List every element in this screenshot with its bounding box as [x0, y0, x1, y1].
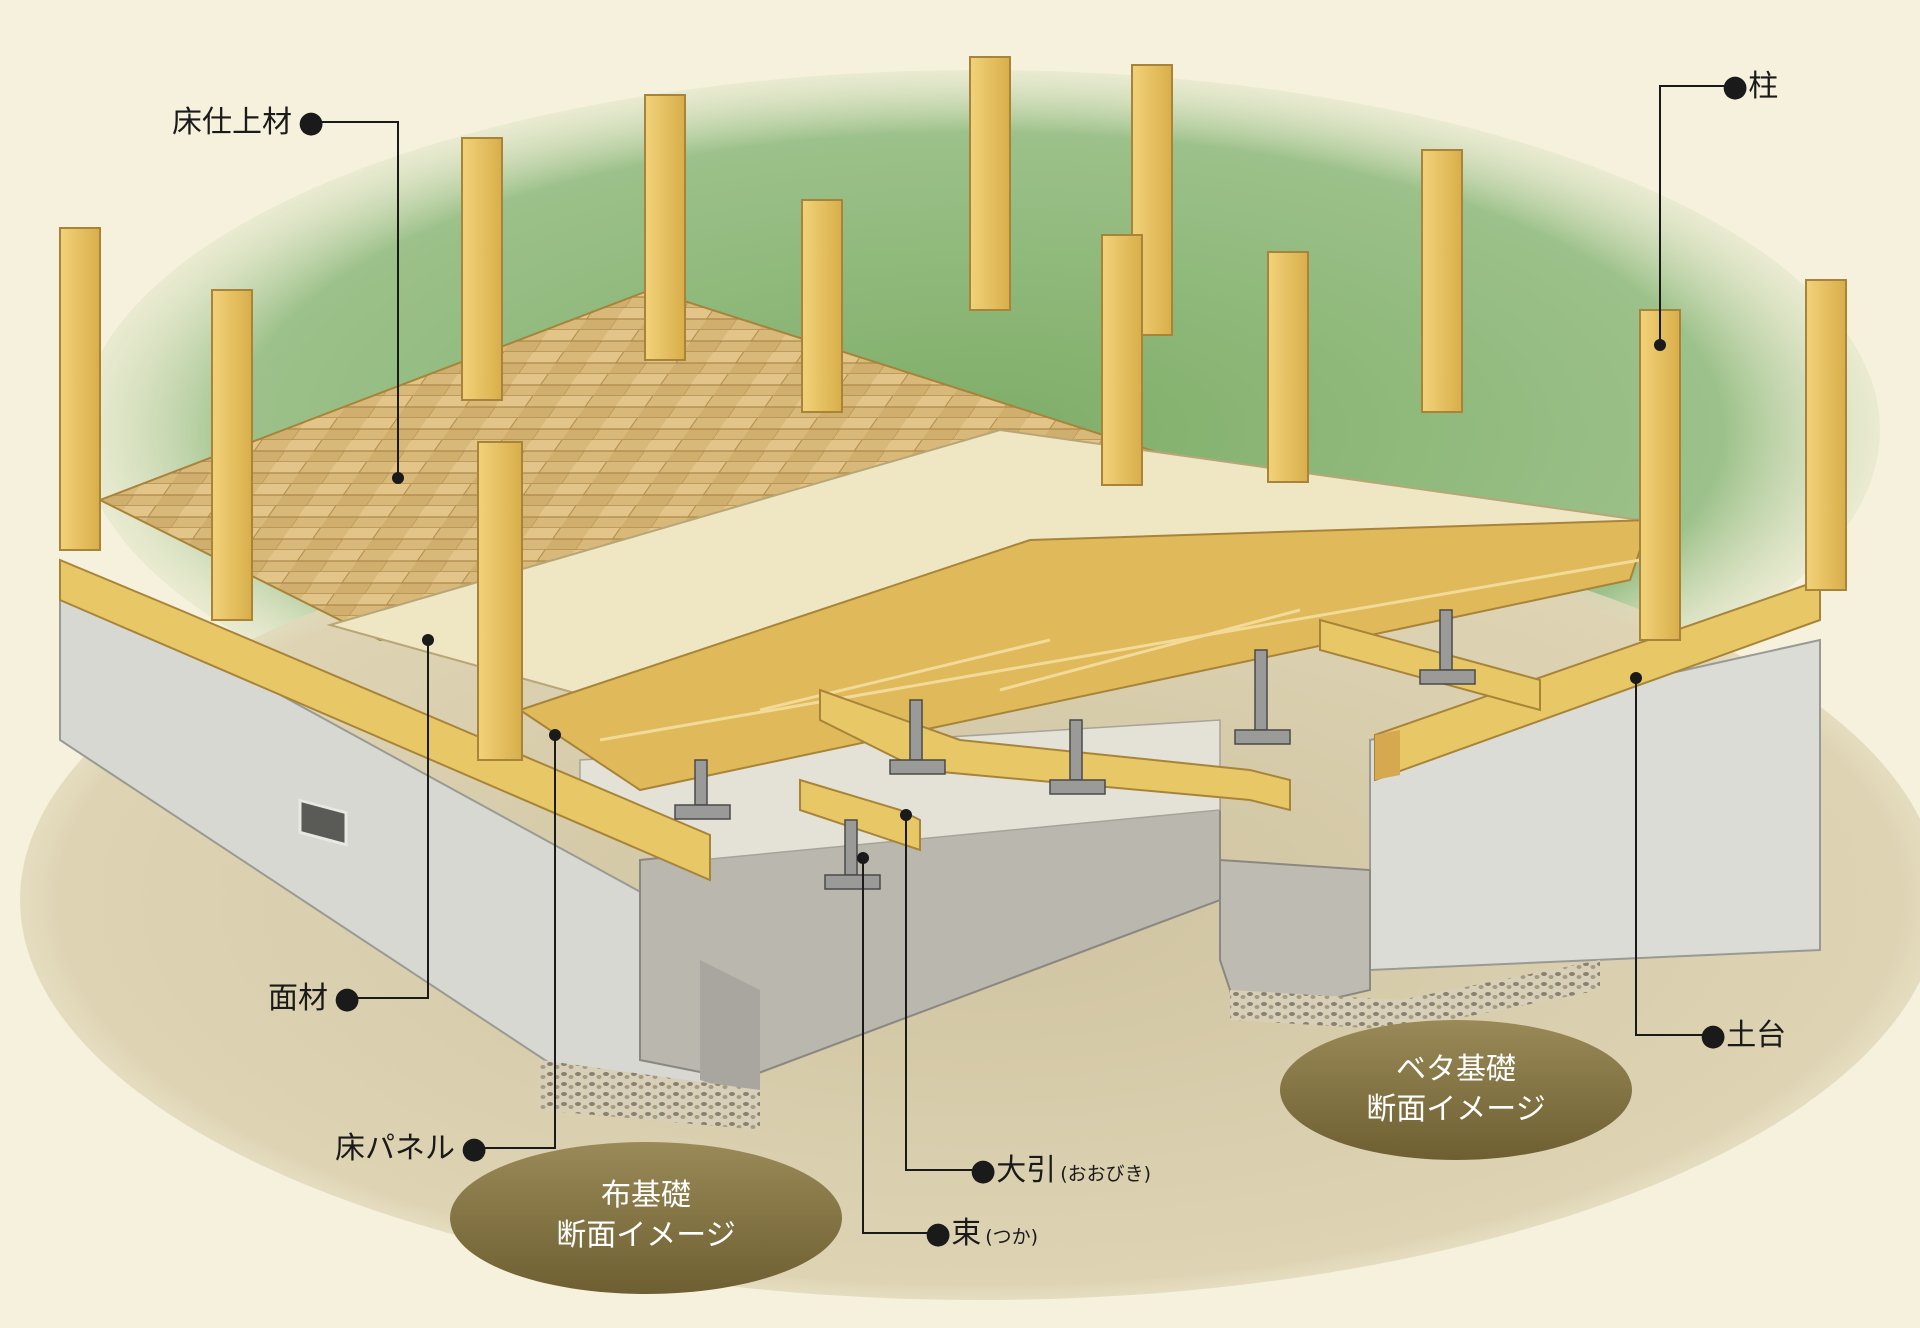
beta-badge-line2: 断面イメージ	[1366, 1092, 1546, 1127]
gravel-right	[1230, 960, 1600, 1030]
nuno-badge-line2: 断面イメージ	[556, 1218, 736, 1253]
sill-front-left	[59, 558, 711, 882]
label-pillar: ●柱	[1722, 69, 1779, 104]
nuno-badge-line1: 布基礎	[601, 1178, 691, 1213]
beta-badge: ベタ基礎 断面イメージ	[1321, 1050, 1591, 1130]
nuno-badge-bg	[450, 1142, 842, 1294]
pillars	[59, 56, 1847, 761]
footing-section	[700, 960, 760, 1100]
beta-badge-line1: ベタ基礎	[1396, 1052, 1516, 1087]
ohbiki-beam-2	[799, 778, 921, 852]
leader-dots	[392, 339, 1666, 864]
ohbiki-beam-1	[819, 688, 1291, 812]
leader-lines	[318, 85, 1742, 1234]
ohbiki-beam-3	[1319, 618, 1541, 712]
label-floor-finish: 床仕上材●	[172, 105, 325, 140]
gravel-left	[540, 1060, 760, 1130]
sill-end	[1375, 730, 1400, 780]
label-floor-panel: 床パネル●	[335, 1131, 488, 1166]
vent-left	[298, 798, 348, 847]
nuno-badge: 布基礎 断面イメージ	[511, 1176, 781, 1256]
label-ohbiki: ●大引(おおびき)	[970, 1153, 1152, 1188]
label-panel-material: 面材●	[268, 981, 361, 1016]
label-tsuka: ●束(つか)	[925, 1216, 1039, 1251]
beta-badge-bg	[1280, 1020, 1632, 1160]
tsuka-struts	[674, 609, 1476, 890]
label-sill: ●土台	[1700, 1018, 1787, 1053]
